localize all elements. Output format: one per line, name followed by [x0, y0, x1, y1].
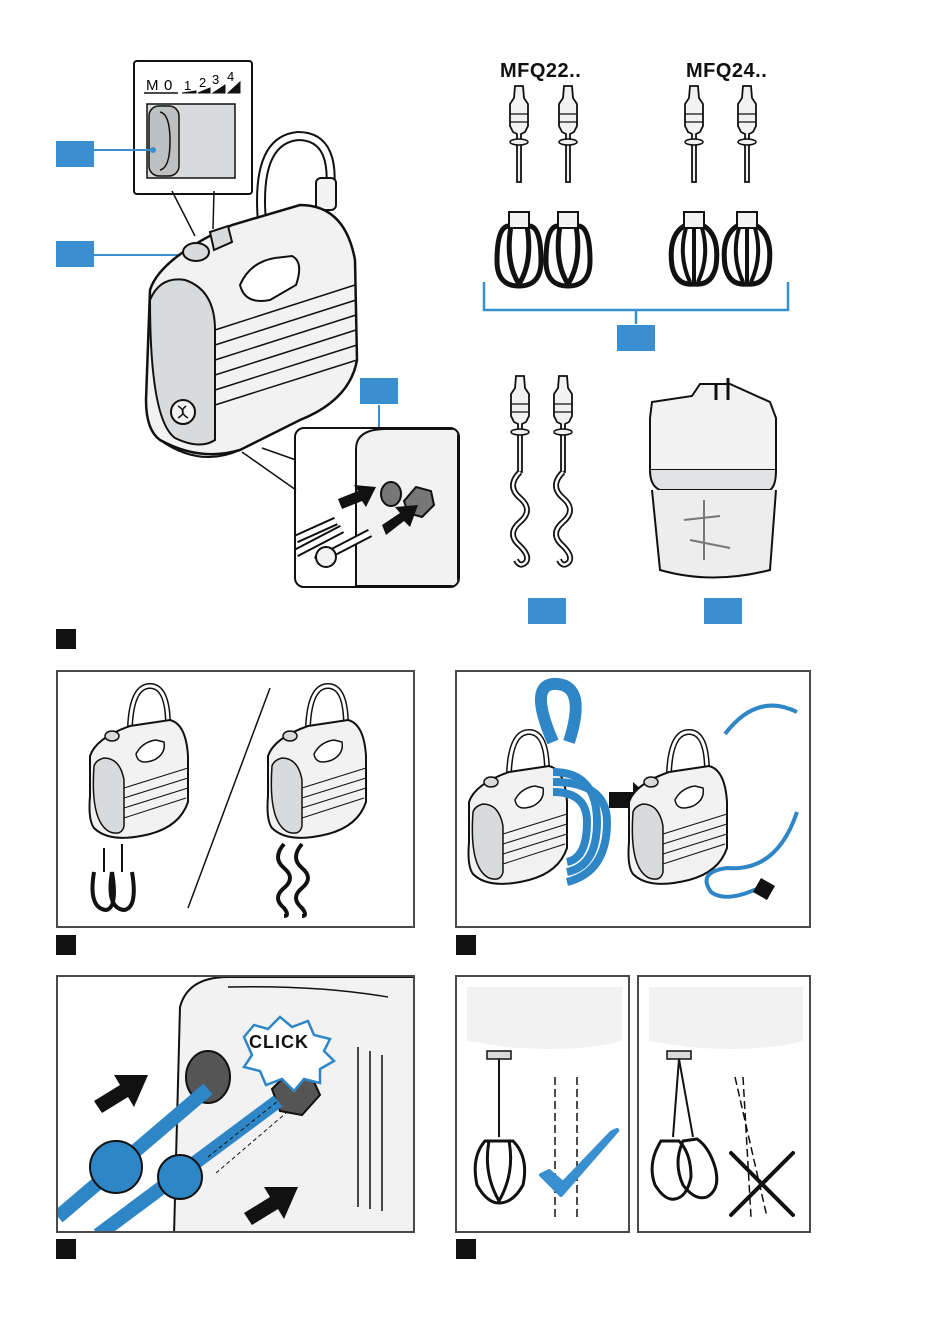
- callout-dough-hooks: [528, 598, 566, 624]
- figure-marker-5: [456, 1239, 476, 1259]
- figure-marker-1: [56, 629, 76, 649]
- figure-5a-drawing: [457, 977, 632, 1235]
- figure-marker-3: [456, 935, 476, 955]
- figure-4-drawing: [58, 977, 415, 1233]
- figure-3-drawing: [457, 672, 813, 930]
- callout-whisks: [617, 325, 655, 351]
- figure-marker-4: [56, 1239, 76, 1259]
- figure-3-panel: [455, 670, 811, 928]
- whisk-attachments: [0, 0, 933, 700]
- figure-5b-drawing: [639, 977, 813, 1235]
- check-icon: [541, 1130, 617, 1195]
- figure-marker-2: [56, 935, 76, 955]
- callout-chopper: [704, 598, 742, 624]
- cross-icon: [731, 1153, 793, 1215]
- figure-4-panel: CLICK: [56, 975, 415, 1233]
- figure-2-drawing: [58, 672, 417, 930]
- figure-5a-panel: [455, 975, 630, 1233]
- figure-2-panel: [56, 670, 415, 928]
- click-label: CLICK: [249, 1032, 309, 1053]
- figure-5b-panel: [637, 975, 811, 1233]
